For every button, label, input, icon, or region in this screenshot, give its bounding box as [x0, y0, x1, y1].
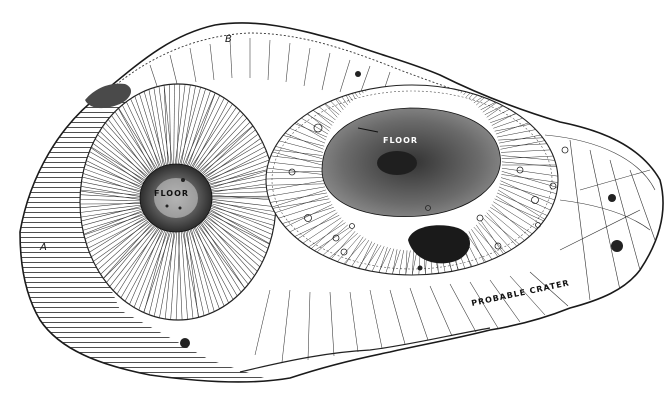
left-floor-label: FLOOR: [154, 189, 189, 198]
right-floor-dark-spot: [377, 151, 417, 175]
left-floor-peak: [181, 178, 185, 182]
region-b-label: B: [225, 34, 232, 45]
right-floor-label: FLOOR: [383, 136, 418, 145]
region-a-label: A: [39, 242, 47, 253]
